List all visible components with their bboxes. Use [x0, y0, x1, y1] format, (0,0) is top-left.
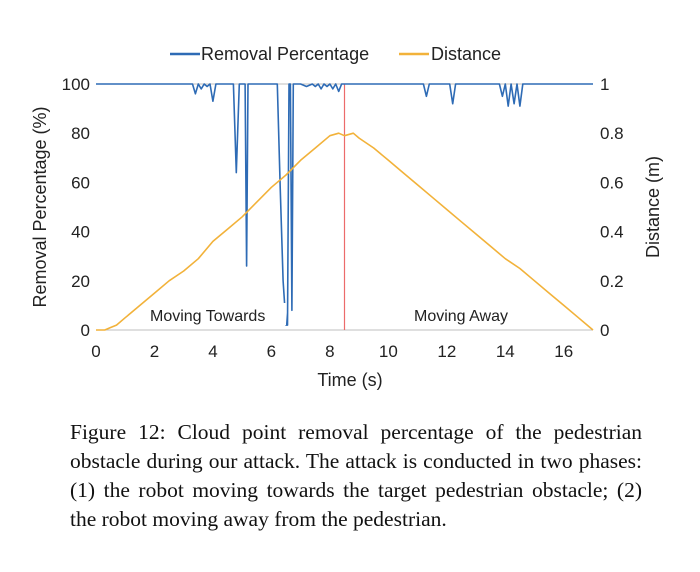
y-left-tick-label: 40	[71, 223, 90, 242]
x-tick-label: 8	[325, 342, 334, 361]
y-right-tick-label: 0.2	[600, 272, 624, 291]
x-axis-title: Time (s)	[317, 370, 382, 390]
annotation-away-bg	[410, 303, 525, 325]
x-tick-label: 0	[91, 342, 100, 361]
y-left-axis-ticks: 0 20 40 60 80 100	[62, 75, 90, 340]
y-right-axis-title: Distance (m)	[643, 156, 663, 258]
removal-percentage-line	[96, 83, 593, 326]
x-tick-label: 10	[379, 342, 398, 361]
legend-label-removal: Removal Percentage	[201, 44, 369, 64]
y-left-tick-label: 60	[71, 173, 90, 192]
y-right-tick-label: 0.4	[600, 223, 624, 242]
x-tick-label: 16	[554, 342, 573, 361]
y-left-tick-label: 80	[71, 124, 90, 143]
y-right-tick-label: 0.6	[600, 173, 624, 192]
figure-caption: Figure 12: Cloud point removal percentag…	[70, 420, 642, 531]
x-tick-label: 2	[150, 342, 159, 361]
y-right-tick-label: 0.8	[600, 124, 624, 143]
y-left-axis-title: Removal Percentage (%)	[30, 106, 50, 307]
chart: Removal Percentage Distance Moving Towar…	[30, 44, 663, 390]
annotation-moving-towards: Moving Towards	[150, 308, 265, 325]
y-left-tick-label: 0	[81, 321, 90, 340]
distance-line	[96, 132, 594, 331]
x-tick-label: 14	[496, 342, 515, 361]
y-right-tick-label: 0	[600, 321, 609, 340]
y-left-tick-label: 100	[62, 75, 90, 94]
x-tick-label: 4	[208, 342, 217, 361]
y-right-tick-label: 1	[600, 75, 609, 94]
y-right-axis-ticks: 0 0.2 0.4 0.6 0.8 1	[600, 75, 624, 340]
legend: Removal Percentage Distance	[170, 44, 501, 64]
x-tick-label: 12	[437, 342, 456, 361]
x-axis-ticks: 0 2 4 6 8 10 12 14 16	[91, 342, 573, 361]
annotation-moving-away: Moving Away	[414, 308, 508, 325]
x-tick-label: 6	[267, 342, 276, 361]
legend-label-distance: Distance	[431, 44, 501, 64]
annotation-towards-bg	[146, 303, 286, 325]
y-left-tick-label: 20	[71, 272, 90, 291]
